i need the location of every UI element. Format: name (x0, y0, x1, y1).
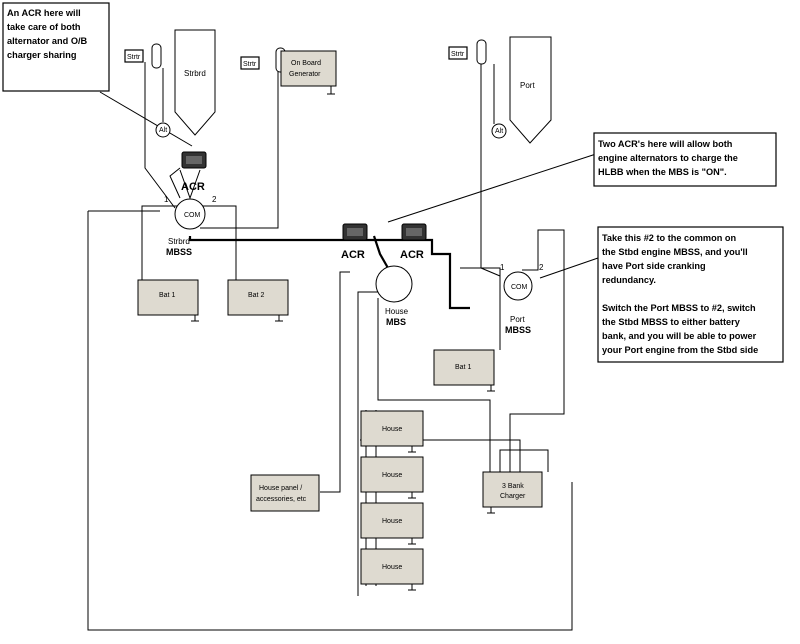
stbd-starter-wire (144, 62, 176, 209)
charger: 3 Bank Charger (482, 471, 543, 514)
svg-text:2: 2 (212, 195, 217, 204)
svg-text:Strtr: Strtr (451, 51, 465, 58)
svg-text:your Port engine from the Stbd: your Port engine from the Stbd side (602, 345, 758, 355)
note-acr-stbd: An ACR here will take care of both alter… (2, 2, 110, 92)
svg-text:the Stbd MBSS to either batter: the Stbd MBSS to either battery (602, 317, 741, 327)
port-alternator: Alt (491, 64, 507, 139)
acr-house-right: ACR (400, 223, 427, 261)
svg-text:Charger: Charger (500, 493, 526, 500)
port-starter: Strtr (448, 39, 487, 65)
house-bat-1: House (360, 410, 424, 453)
svg-text:House: House (382, 564, 402, 571)
svg-text:ACR: ACR (181, 181, 205, 193)
svg-text:House: House (382, 426, 402, 433)
note-two-acrs: Two ACR's here will allow both engine al… (593, 132, 777, 187)
port-engine: Port (509, 36, 552, 144)
svg-text:take care of both: take care of both (7, 22, 81, 32)
stbd-alternator: Alt (155, 68, 171, 138)
svg-text:redundancy.: redundancy. (602, 275, 656, 285)
svg-text:Bat 1: Bat 1 (455, 364, 471, 371)
svg-text:3 Bank: 3 Bank (502, 483, 524, 490)
acr-house-left: ACR (341, 223, 368, 261)
svg-text:the Stbd engine MBSS, and you': the Stbd engine MBSS, and you'll (602, 247, 748, 257)
svg-text:Strtr: Strtr (127, 54, 141, 61)
generator-wire (200, 70, 279, 229)
outer-left-vertical-wire (87, 211, 573, 631)
svg-text:HLBB when the MBS is "ON".: HLBB when the MBS is "ON". (598, 167, 727, 177)
svg-text:Bat 2: Bat 2 (248, 292, 264, 299)
svg-text:engine alternators to charge t: engine alternators to charge the (598, 153, 738, 163)
house-panel-wire (320, 271, 350, 493)
acr-stbd: ACR (169, 151, 207, 200)
generator-box: On Board Generator (280, 50, 337, 95)
stbd-pos1-wire (141, 205, 178, 290)
port-pos2-wire (509, 229, 565, 472)
svg-text:alternator and O/B: alternator and O/B (7, 36, 88, 46)
svg-text:1: 1 (500, 263, 505, 272)
stbd-bat2: Bat 2 (227, 279, 289, 322)
svg-text:Port: Port (520, 81, 535, 90)
svg-text:House panel /: House panel / (259, 485, 302, 492)
svg-text:Strbrd: Strbrd (184, 69, 206, 78)
house-panel: House panel / accessories, etc (250, 474, 320, 512)
svg-text:Switch the Port MBSS to #2, sw: Switch the Port MBSS to #2, switch (602, 303, 756, 313)
svg-text:Alt: Alt (495, 128, 503, 135)
house-bat-3: House (360, 502, 424, 545)
house-bat-2: House (360, 456, 424, 499)
note-port-redundancy: Take this #2 to the common on the Stbd e… (597, 226, 784, 363)
svg-text:Strtr: Strtr (243, 61, 257, 68)
svg-text:Two ACR's here will allow both: Two ACR's here will allow both (598, 139, 733, 149)
svg-text:MBSS: MBSS (166, 247, 192, 257)
svg-text:ACR: ACR (400, 249, 424, 261)
svg-text:ACR: ACR (341, 249, 365, 261)
svg-text:Port: Port (510, 315, 525, 324)
svg-text:MBSS: MBSS (505, 325, 531, 335)
svg-text:On Board: On Board (291, 60, 321, 67)
generator-starter: Strtr (240, 47, 286, 73)
starboard-engine: Strbrd (174, 29, 216, 136)
stbd-bat1: Bat 1 (137, 279, 199, 322)
house-switch-wire (357, 291, 384, 596)
svg-text:COM: COM (511, 284, 528, 291)
svg-text:2: 2 (539, 263, 544, 272)
house-switch-wire-2 (377, 298, 491, 472)
port-switch: COM 1 2 Port MBSS (500, 263, 544, 335)
charger-wire-1 (499, 449, 549, 472)
svg-text:Alt: Alt (159, 127, 167, 134)
acr-to-house-switch-wire (372, 235, 389, 269)
svg-text:Strbrd: Strbrd (168, 237, 190, 246)
wiring (87, 62, 599, 631)
svg-text:have Port side cranking: have Port side cranking (602, 261, 706, 271)
acr-bus-wire (188, 236, 470, 310)
svg-text:1: 1 (164, 195, 169, 204)
svg-text:COM: COM (184, 212, 201, 219)
port-pos1-wire (460, 267, 501, 350)
port-bat1: Bat 1 (433, 349, 495, 392)
svg-text:House: House (382, 472, 402, 479)
svg-text:Generator: Generator (289, 71, 321, 78)
svg-text:charger sharing: charger sharing (7, 50, 76, 60)
house-switch: House MBS (375, 265, 413, 327)
svg-text:House: House (385, 307, 409, 316)
house-bat-4: House (360, 548, 424, 591)
note2-pointer (387, 153, 597, 223)
stbd-pos2-wire (203, 205, 237, 290)
svg-text:Bat 1: Bat 1 (159, 292, 175, 299)
stbd-switch: COM 1 2 Strbrd MBSS (164, 195, 217, 257)
svg-text:An ACR here will: An ACR here will (7, 8, 81, 18)
svg-text:Take this #2 to the common on: Take this #2 to the common on (602, 233, 736, 243)
note1-pointer (99, 91, 193, 147)
port-starter-wire (480, 62, 501, 277)
stbd-starter: Strtr (124, 43, 162, 69)
svg-text:accessories, etc: accessories, etc (256, 496, 307, 503)
svg-text:MBS: MBS (386, 317, 406, 327)
svg-text:House: House (382, 518, 402, 525)
note3-pointer (539, 257, 599, 279)
svg-text:bank, and you will be able to: bank, and you will be able to power (602, 331, 757, 341)
